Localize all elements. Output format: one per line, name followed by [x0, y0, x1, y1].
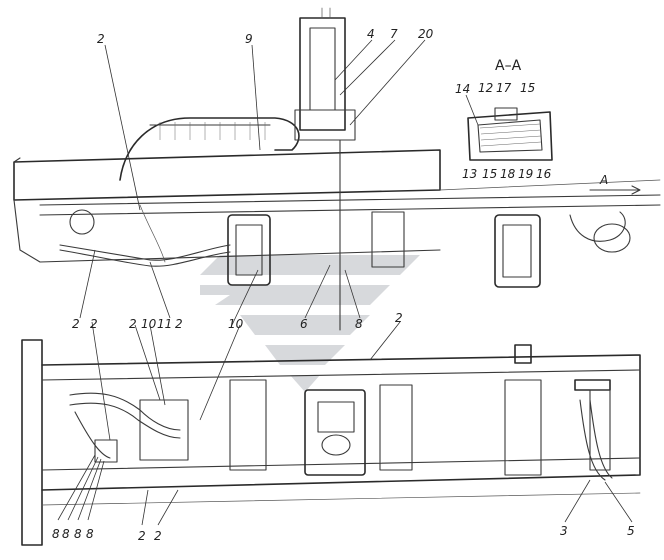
callout-bot-8d: 8	[86, 527, 94, 541]
callout-top-2: 2	[97, 32, 105, 46]
callout-bot-8a: 8	[52, 527, 60, 541]
callout-bot-8c: 8	[74, 527, 82, 541]
callout-mid-2c: 2	[129, 317, 137, 331]
section-aa-view: А–А А	[467, 58, 608, 187]
callout-mid-10a: 10	[141, 317, 157, 331]
callout-aa-19: 19	[518, 167, 533, 181]
callout-aa-17: 17	[496, 81, 512, 95]
cut-mark-label: А	[599, 173, 608, 187]
callout-mid-6: 6	[300, 317, 308, 331]
callout-bot-8b: 8	[62, 527, 70, 541]
callout-mid-10b: 10	[228, 317, 244, 331]
leader-lines	[57, 39, 633, 526]
callout-aa-15b: 15	[482, 167, 497, 181]
callout-labels: 2 9 4 7 20 14 12 17 15 13 15 18 19 16 2 …	[52, 27, 635, 543]
watermark-logo	[200, 255, 420, 392]
section-aa-title: А–А	[495, 58, 522, 74]
callout-top-7: 7	[390, 27, 398, 41]
plan-view-assembly	[21, 339, 641, 546]
callout-bot-2b: 2	[154, 529, 162, 543]
callout-aa-15a: 15	[520, 81, 535, 95]
callout-mid-2d: 2	[175, 317, 183, 331]
callout-bot-3: 3	[560, 524, 568, 538]
callout-bot-2a: 2	[138, 529, 146, 543]
callout-aa-16: 16	[536, 167, 552, 181]
callout-mid-8: 8	[355, 317, 363, 331]
callout-top-4: 4	[367, 27, 375, 41]
callout-aa-12: 12	[478, 81, 493, 95]
callout-top-20: 20	[418, 27, 434, 41]
side-view-assembly	[13, 7, 661, 331]
callout-aa-14: 14	[455, 82, 470, 96]
callout-mid-2a: 2	[72, 317, 80, 331]
callout-aa-18: 18	[500, 167, 516, 181]
callout-mid-11: 11	[157, 317, 172, 331]
callout-top-9: 9	[245, 32, 253, 46]
callout-mid-2e: 2	[395, 311, 403, 325]
callout-bot-5: 5	[627, 524, 635, 538]
callout-aa-13: 13	[462, 167, 477, 181]
callout-mid-2b: 2	[90, 317, 98, 331]
